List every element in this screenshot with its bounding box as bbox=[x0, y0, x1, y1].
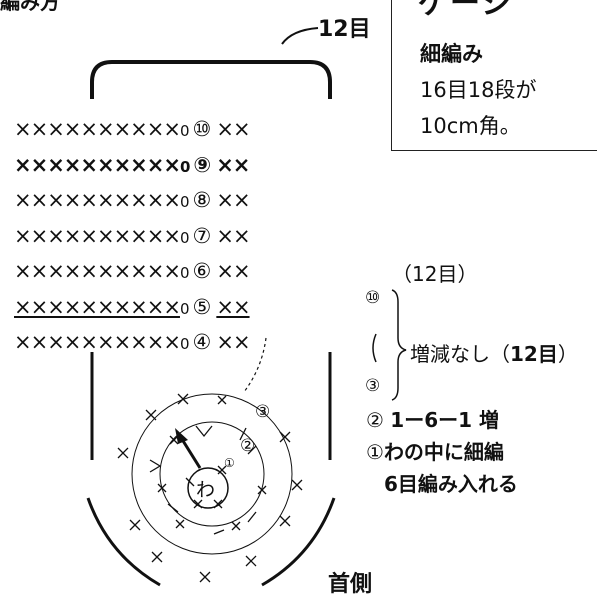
gauge-line-3: 10cm角。 bbox=[420, 114, 521, 138]
row-number: ⑨ bbox=[193, 152, 211, 177]
stitch-crosses: ×××××××××× bbox=[14, 294, 181, 319]
row-number: ⑩ bbox=[192, 117, 212, 141]
round-mark-3: ③ bbox=[255, 402, 271, 422]
stitch-crosses-right: ×× bbox=[216, 223, 250, 248]
stitch-crosses: ×××××××××× bbox=[14, 223, 181, 248]
top-left-heading: 編み方 bbox=[0, 0, 60, 14]
neck-label: 首側 bbox=[328, 572, 373, 597]
stitch-crosses-right: ×× bbox=[216, 259, 250, 283]
chain-stitch: 0 bbox=[179, 193, 189, 211]
wavy-mark bbox=[372, 333, 377, 363]
stitch-crosses-right: ×× bbox=[216, 188, 250, 212]
stitch-crosses: ×××××××××× bbox=[14, 152, 181, 177]
chain-stitch: 0 bbox=[179, 264, 189, 282]
no-change-note: 増減なし（12目） bbox=[410, 338, 578, 367]
range-top-label: ⑩ bbox=[365, 288, 381, 308]
range-bracket bbox=[391, 289, 407, 401]
chain-stitch: 0 bbox=[179, 335, 189, 353]
arrow-head bbox=[175, 428, 188, 444]
gauge-line-1: 細編み bbox=[420, 42, 483, 66]
stitch-crosses-right: ×× bbox=[216, 330, 250, 354]
range-bottom-label: ③ bbox=[365, 376, 381, 396]
ring-outer bbox=[131, 393, 293, 555]
chain-stitch: 0 bbox=[179, 299, 189, 318]
row-number: ⑤ bbox=[192, 294, 212, 319]
row-number: ⑦ bbox=[192, 223, 212, 248]
stitch-crosses: ×××××××××× bbox=[14, 259, 181, 283]
magic-ring bbox=[187, 467, 229, 509]
gauge-title: ゲージ bbox=[418, 0, 514, 21]
row-number: ④ bbox=[192, 330, 212, 354]
gauge-line-2: 16目18段が bbox=[420, 78, 537, 102]
row-number: ⑥ bbox=[192, 259, 212, 283]
round1-num: ① bbox=[366, 440, 384, 464]
center-ring-label: わ bbox=[196, 479, 216, 501]
bottom-left-curve bbox=[86, 497, 161, 587]
chain-stitch: 0 bbox=[179, 157, 190, 176]
gauge-box bbox=[391, 0, 597, 151]
ring-middle bbox=[159, 421, 265, 527]
round1-text: わの中に細編 bbox=[383, 440, 504, 464]
count-paren: （12目） bbox=[392, 262, 478, 286]
round1-note: ①わの中に細編 bbox=[366, 436, 504, 465]
round-stitches bbox=[117, 393, 303, 583]
round2-text: 1ー6ー1 増 bbox=[390, 408, 500, 432]
round-mark-2: ② bbox=[240, 436, 256, 456]
stitch-crosses: ×××××××××× bbox=[14, 188, 181, 212]
no-change-count: 12目 bbox=[510, 342, 558, 366]
bottom-right-curve bbox=[261, 497, 336, 587]
round2-note: ② 1ー6ー1 増 bbox=[366, 404, 499, 433]
row-number: ⑧ bbox=[192, 188, 212, 212]
stitch-count-top: 12目 bbox=[318, 17, 371, 42]
round1-line2: 6目編み入れる bbox=[384, 472, 518, 496]
width-bracket bbox=[90, 60, 332, 99]
round-mark-1: ① bbox=[224, 456, 235, 470]
leader-line bbox=[281, 27, 319, 45]
stitch-crosses-right: ×× bbox=[216, 152, 250, 177]
stitch-crosses: ×××××××××× bbox=[14, 117, 181, 141]
chain-stitch: 0 bbox=[179, 122, 189, 140]
chain-stitch: 0 bbox=[179, 228, 189, 247]
no-change-prefix: 増減なし（ bbox=[410, 342, 510, 366]
round2-num: ② bbox=[366, 408, 384, 432]
stitch-crosses: ×××××××××× bbox=[14, 330, 181, 354]
stitch-crosses-right: ×× bbox=[216, 294, 250, 319]
no-change-suffix: ） bbox=[557, 342, 578, 366]
stitch-crosses-right: ×× bbox=[216, 117, 250, 141]
